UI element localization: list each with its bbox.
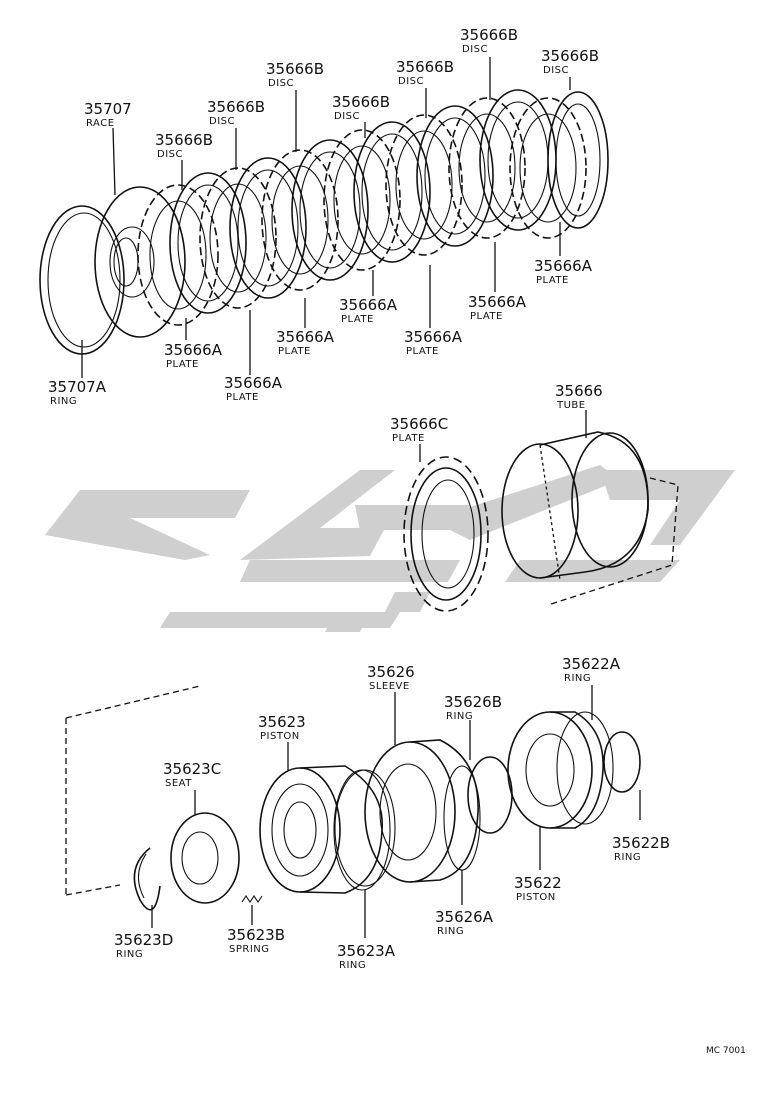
part-number: 35707A [48, 378, 107, 396]
callout-35626: 35626 SLEEVE [367, 663, 415, 692]
part-number: 35623A [337, 942, 396, 960]
part-number: 35666B [155, 131, 213, 149]
part-number: 35666A [404, 328, 463, 346]
part-name: RING [50, 396, 77, 407]
callout-35707: 35707 RACE [84, 100, 132, 129]
callout-35623: 35623 PISTON [258, 713, 306, 742]
callout-35666B-3: 35666B DISC [266, 60, 324, 89]
callout-35666C: 35666C PLATE [390, 415, 448, 444]
part-name: RACE [86, 118, 115, 129]
part-number: 35623B [227, 926, 285, 944]
part-number: 35622B [612, 834, 670, 852]
part-number: 35622A [562, 655, 621, 673]
callout-35622A: 35622A RING [562, 655, 621, 684]
callout-35623B: 35623B SPRING [227, 926, 285, 955]
part-name: SPRING [229, 944, 270, 955]
part-number: 35626 [367, 663, 415, 681]
part-name: DISC [462, 44, 488, 55]
part-number: 35666A [276, 328, 335, 346]
part-name: RING [446, 711, 473, 722]
callout-35666B-7: 35666B DISC [541, 47, 599, 76]
part-number: 35623D [114, 931, 173, 949]
callout-35666B-4: 35666B DISC [332, 93, 390, 122]
callout-35666B-6: 35666B DISC [460, 26, 518, 55]
part-name: PLATE [278, 346, 311, 357]
callout-35707A: 35707A RING [48, 378, 107, 407]
diagram-code: MC 7001 [706, 1046, 746, 1056]
part-name: RING [564, 673, 591, 684]
part-number: 35666 [555, 382, 603, 400]
callout-35666A-5: 35666A PLATE [404, 328, 463, 357]
part-number: 35666A [534, 257, 593, 275]
part-name: PLATE [406, 346, 439, 357]
part-name: SEAT [165, 778, 192, 789]
part-number: 35626B [444, 693, 502, 711]
part-name: PLATE [341, 314, 374, 325]
part-number: 35707 [84, 100, 132, 118]
callout-35666A-7: 35666A PLATE [534, 257, 593, 286]
part-name: PLATE [226, 392, 259, 403]
leader-lines [81, 57, 641, 938]
part-number: 35666B [541, 47, 599, 65]
part-name: DISC [268, 78, 294, 89]
part-name: PLATE [392, 433, 425, 444]
callout-35666: 35666 TUBE [555, 382, 603, 411]
part-number: 35666B [460, 26, 518, 44]
part-name: DISC [543, 65, 569, 76]
part-number: 35666A [224, 374, 283, 392]
callout-35623C: 35623C SEAT [163, 760, 221, 789]
part-name: RING [614, 852, 641, 863]
part-name: TUBE [556, 400, 586, 411]
part-name: RING [437, 926, 464, 937]
callout-35622B: 35622B RING [612, 834, 670, 863]
part-number: 35622 [514, 874, 562, 892]
part-number: 35666B [396, 58, 454, 76]
callout-35626B: 35626B RING [444, 693, 502, 722]
part-name: DISC [157, 149, 183, 160]
plate-tube-drawing [403, 431, 679, 612]
callout-35622: 35622 PISTON [514, 874, 562, 903]
part-number: 35666C [390, 415, 448, 433]
part-name: PLATE [470, 311, 503, 322]
part-name: PLATE [536, 275, 569, 286]
part-number: 35666A [164, 341, 223, 359]
callout-35666A-1: 35666A PLATE [164, 341, 223, 370]
part-number: 35626A [435, 908, 494, 926]
part-number: 35666B [332, 93, 390, 111]
piston-assembly-drawing [65, 685, 641, 911]
part-name: DISC [334, 111, 360, 122]
clutch-pack-drawing [39, 89, 609, 355]
callout-35666A-6: 35666A PLATE [468, 293, 527, 322]
callout-35666B-1: 35666B DISC [155, 131, 213, 160]
part-name: PISTON [516, 892, 556, 903]
part-name: RING [339, 960, 366, 971]
callout-35626A: 35626A RING [435, 908, 494, 937]
part-name: DISC [398, 76, 424, 87]
part-name: RING [116, 949, 143, 960]
part-number: 35666A [339, 296, 398, 314]
callout-35666B-2: 35666B DISC [207, 98, 265, 127]
part-number: 35666B [207, 98, 265, 116]
part-number: 35623 [258, 713, 306, 731]
callout-35666A-2: 35666A PLATE [224, 374, 283, 403]
callout-35666B-5: 35666B DISC [396, 58, 454, 87]
part-number: 35666B [266, 60, 324, 78]
part-name: PISTON [260, 731, 300, 742]
callout-35666A-4: 35666A PLATE [339, 296, 398, 325]
part-name: PLATE [166, 359, 199, 370]
part-name: DISC [209, 116, 235, 127]
callout-35623A: 35623A RING [337, 942, 396, 971]
part-number: 35666A [468, 293, 527, 311]
callout-35666A-3: 35666A PLATE [276, 328, 335, 357]
part-name: SLEEVE [369, 681, 410, 692]
part-number: 35623C [163, 760, 221, 778]
callout-35623D: 35623D RING [114, 931, 173, 960]
